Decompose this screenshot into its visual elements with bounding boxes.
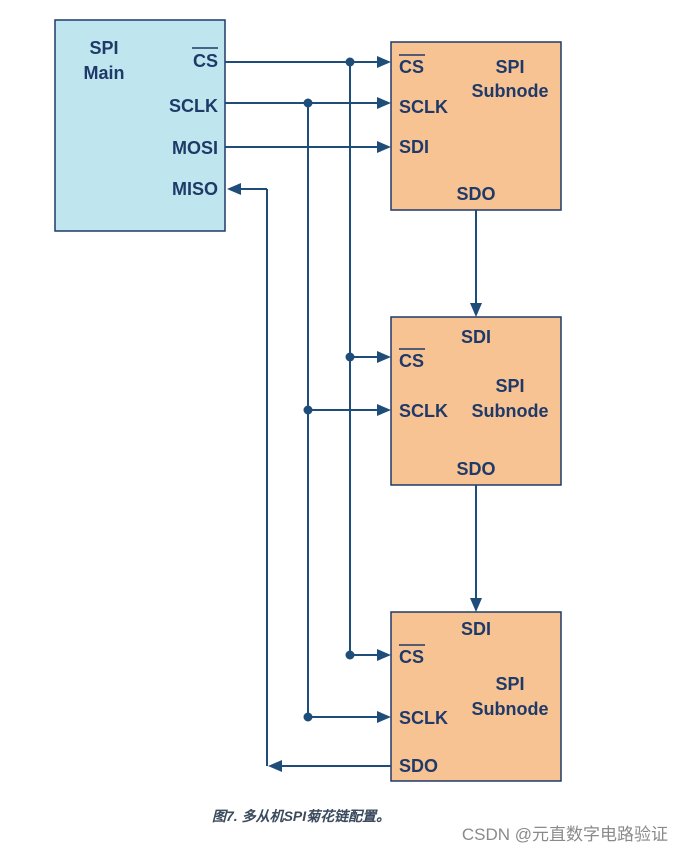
subnode3-title-line2: Subnode xyxy=(472,699,549,719)
subnode3-pin-sclk: SCLK xyxy=(399,708,448,728)
subnode3-pin-sdo: SDO xyxy=(399,756,438,776)
spi-main-block: SPI Main CS SCLK MOSI MISO xyxy=(54,19,226,232)
subnode-block-3: SDI CS SCLK SDO SPI Subnode xyxy=(390,611,562,782)
subnode-block-2: SDI CS SCLK SDO SPI Subnode xyxy=(390,316,562,486)
subnode1-title-line1: SPI xyxy=(495,57,524,77)
main-pin-miso: MISO xyxy=(172,179,218,199)
subnode3-pin-sdi: SDI xyxy=(461,619,491,639)
subnode1-pin-sdo: SDO xyxy=(456,184,495,204)
miso-return-line xyxy=(227,183,391,772)
mosi-line xyxy=(225,141,391,153)
subnode1-title-line2: Subnode xyxy=(472,81,549,101)
sdo-sdi-chain xyxy=(470,210,482,612)
main-pin-sclk: SCLK xyxy=(169,96,218,116)
subnode3-title-line1: SPI xyxy=(495,674,524,694)
main-pin-cs: CS xyxy=(193,51,218,71)
subnode1-pin-cs: CS xyxy=(399,57,424,77)
subnode1-pin-sdi: SDI xyxy=(399,137,429,157)
subnode2-pin-sdo: SDO xyxy=(456,459,495,479)
subnode3-pin-cs: CS xyxy=(399,647,424,667)
subnode2-title-line1: SPI xyxy=(495,376,524,396)
subnode-block-1: CS SCLK SDI SDO SPI Subnode xyxy=(390,41,562,211)
cs-bus xyxy=(225,56,391,661)
subnode1-pin-sclk: SCLK xyxy=(399,97,448,117)
subnode2-pin-sclk: SCLK xyxy=(399,401,448,421)
sclk-bus xyxy=(225,97,391,723)
main-title-line2: Main xyxy=(83,63,124,83)
main-title-line1: SPI xyxy=(89,38,118,58)
main-pin-mosi: MOSI xyxy=(172,138,218,158)
figure-caption: 图7. 多从机SPI菊花链配置。 xyxy=(212,808,391,824)
subnode2-pin-sdi: SDI xyxy=(461,327,491,347)
subnode2-pin-cs: CS xyxy=(399,351,424,371)
watermark: CSDN @元直数字电路验证 xyxy=(461,825,668,844)
subnode2-title-line2: Subnode xyxy=(472,401,549,421)
